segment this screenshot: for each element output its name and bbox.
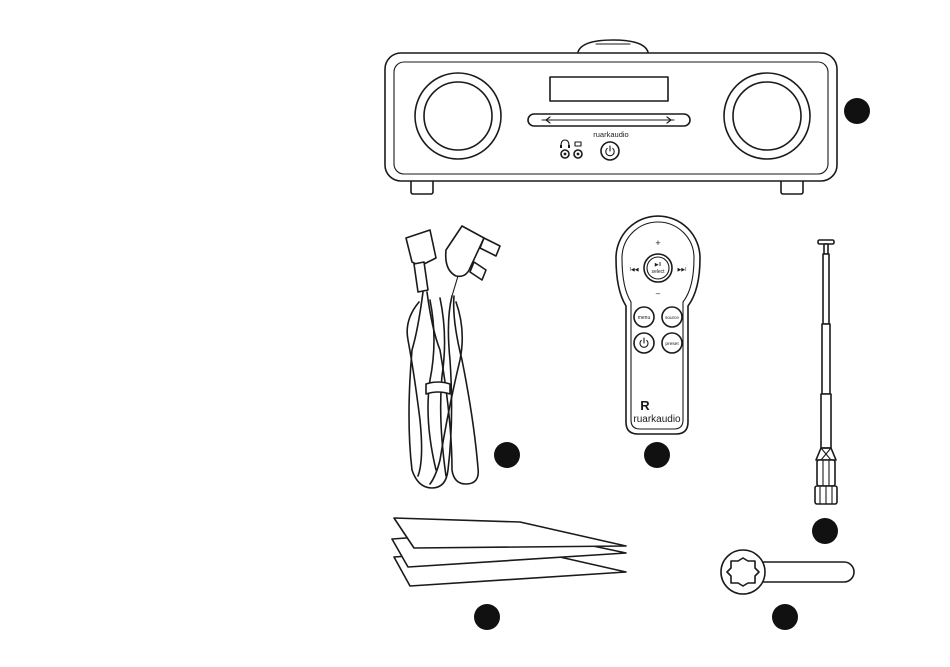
item-marker-manuals	[474, 604, 500, 630]
remote-brand-label: ruarkaudio	[633, 414, 681, 425]
remote-next: ▶▶I	[677, 267, 686, 273]
svg-text:preset: preset	[665, 341, 679, 347]
item-marker-power-cable	[494, 442, 520, 468]
mains-plug	[446, 226, 500, 296]
radio-unit: ruarkaudio	[385, 40, 837, 194]
remote-volume-down: –	[656, 289, 661, 298]
manual-booklets	[392, 518, 626, 586]
item-marker-radio	[844, 98, 870, 124]
radio-brand-label: ruarkaudio	[593, 130, 628, 139]
remote-control: + – I◀◀ ▶▶I ▶II select menu source	[616, 216, 700, 434]
remote-previous: I◀◀	[629, 267, 638, 273]
antenna-spanner	[721, 550, 854, 594]
remote-logo: R	[640, 398, 650, 413]
cable-tie	[426, 382, 450, 394]
svg-text:source: source	[665, 315, 679, 320]
power-cable	[406, 226, 500, 488]
remote-play-pause: ▶II	[655, 262, 662, 268]
appliance-connector	[406, 230, 436, 292]
telescopic-antenna	[815, 240, 837, 504]
remote-select-label: select	[651, 269, 665, 275]
item-marker-spanner	[772, 604, 798, 630]
item-marker-remote	[644, 442, 670, 468]
top-control-knob	[578, 40, 648, 52]
radio-body	[385, 53, 837, 181]
svg-text:menu: menu	[638, 315, 651, 321]
remote-body	[616, 216, 700, 434]
remote-volume-up: +	[655, 238, 660, 248]
item-marker-antenna	[812, 518, 838, 544]
